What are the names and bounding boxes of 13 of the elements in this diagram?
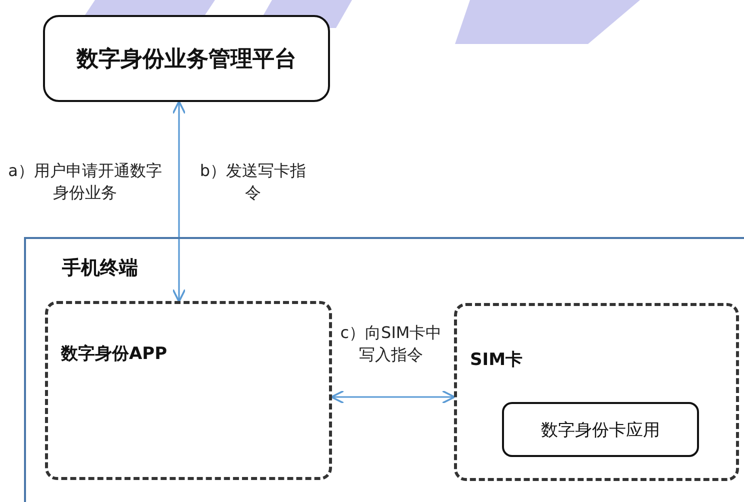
app-box <box>45 301 332 480</box>
step-label: a）用户申请开通数字身份业务 <box>7 160 163 204</box>
sim-card-box <box>454 303 739 481</box>
node-title: 手机终端 <box>62 256 138 281</box>
node-title: 数字身份APP <box>61 343 168 365</box>
arrow <box>330 390 456 404</box>
node-title: 数字身份业务管理平台 <box>76 46 296 74</box>
card-app-box <box>502 402 699 457</box>
step-label: b）发送写卡指令 <box>198 160 308 204</box>
node-title: SIM卡 <box>470 349 522 371</box>
platform-box <box>43 15 330 102</box>
arrow <box>172 100 186 302</box>
node-title: 数字身份卡应用 <box>541 419 660 441</box>
